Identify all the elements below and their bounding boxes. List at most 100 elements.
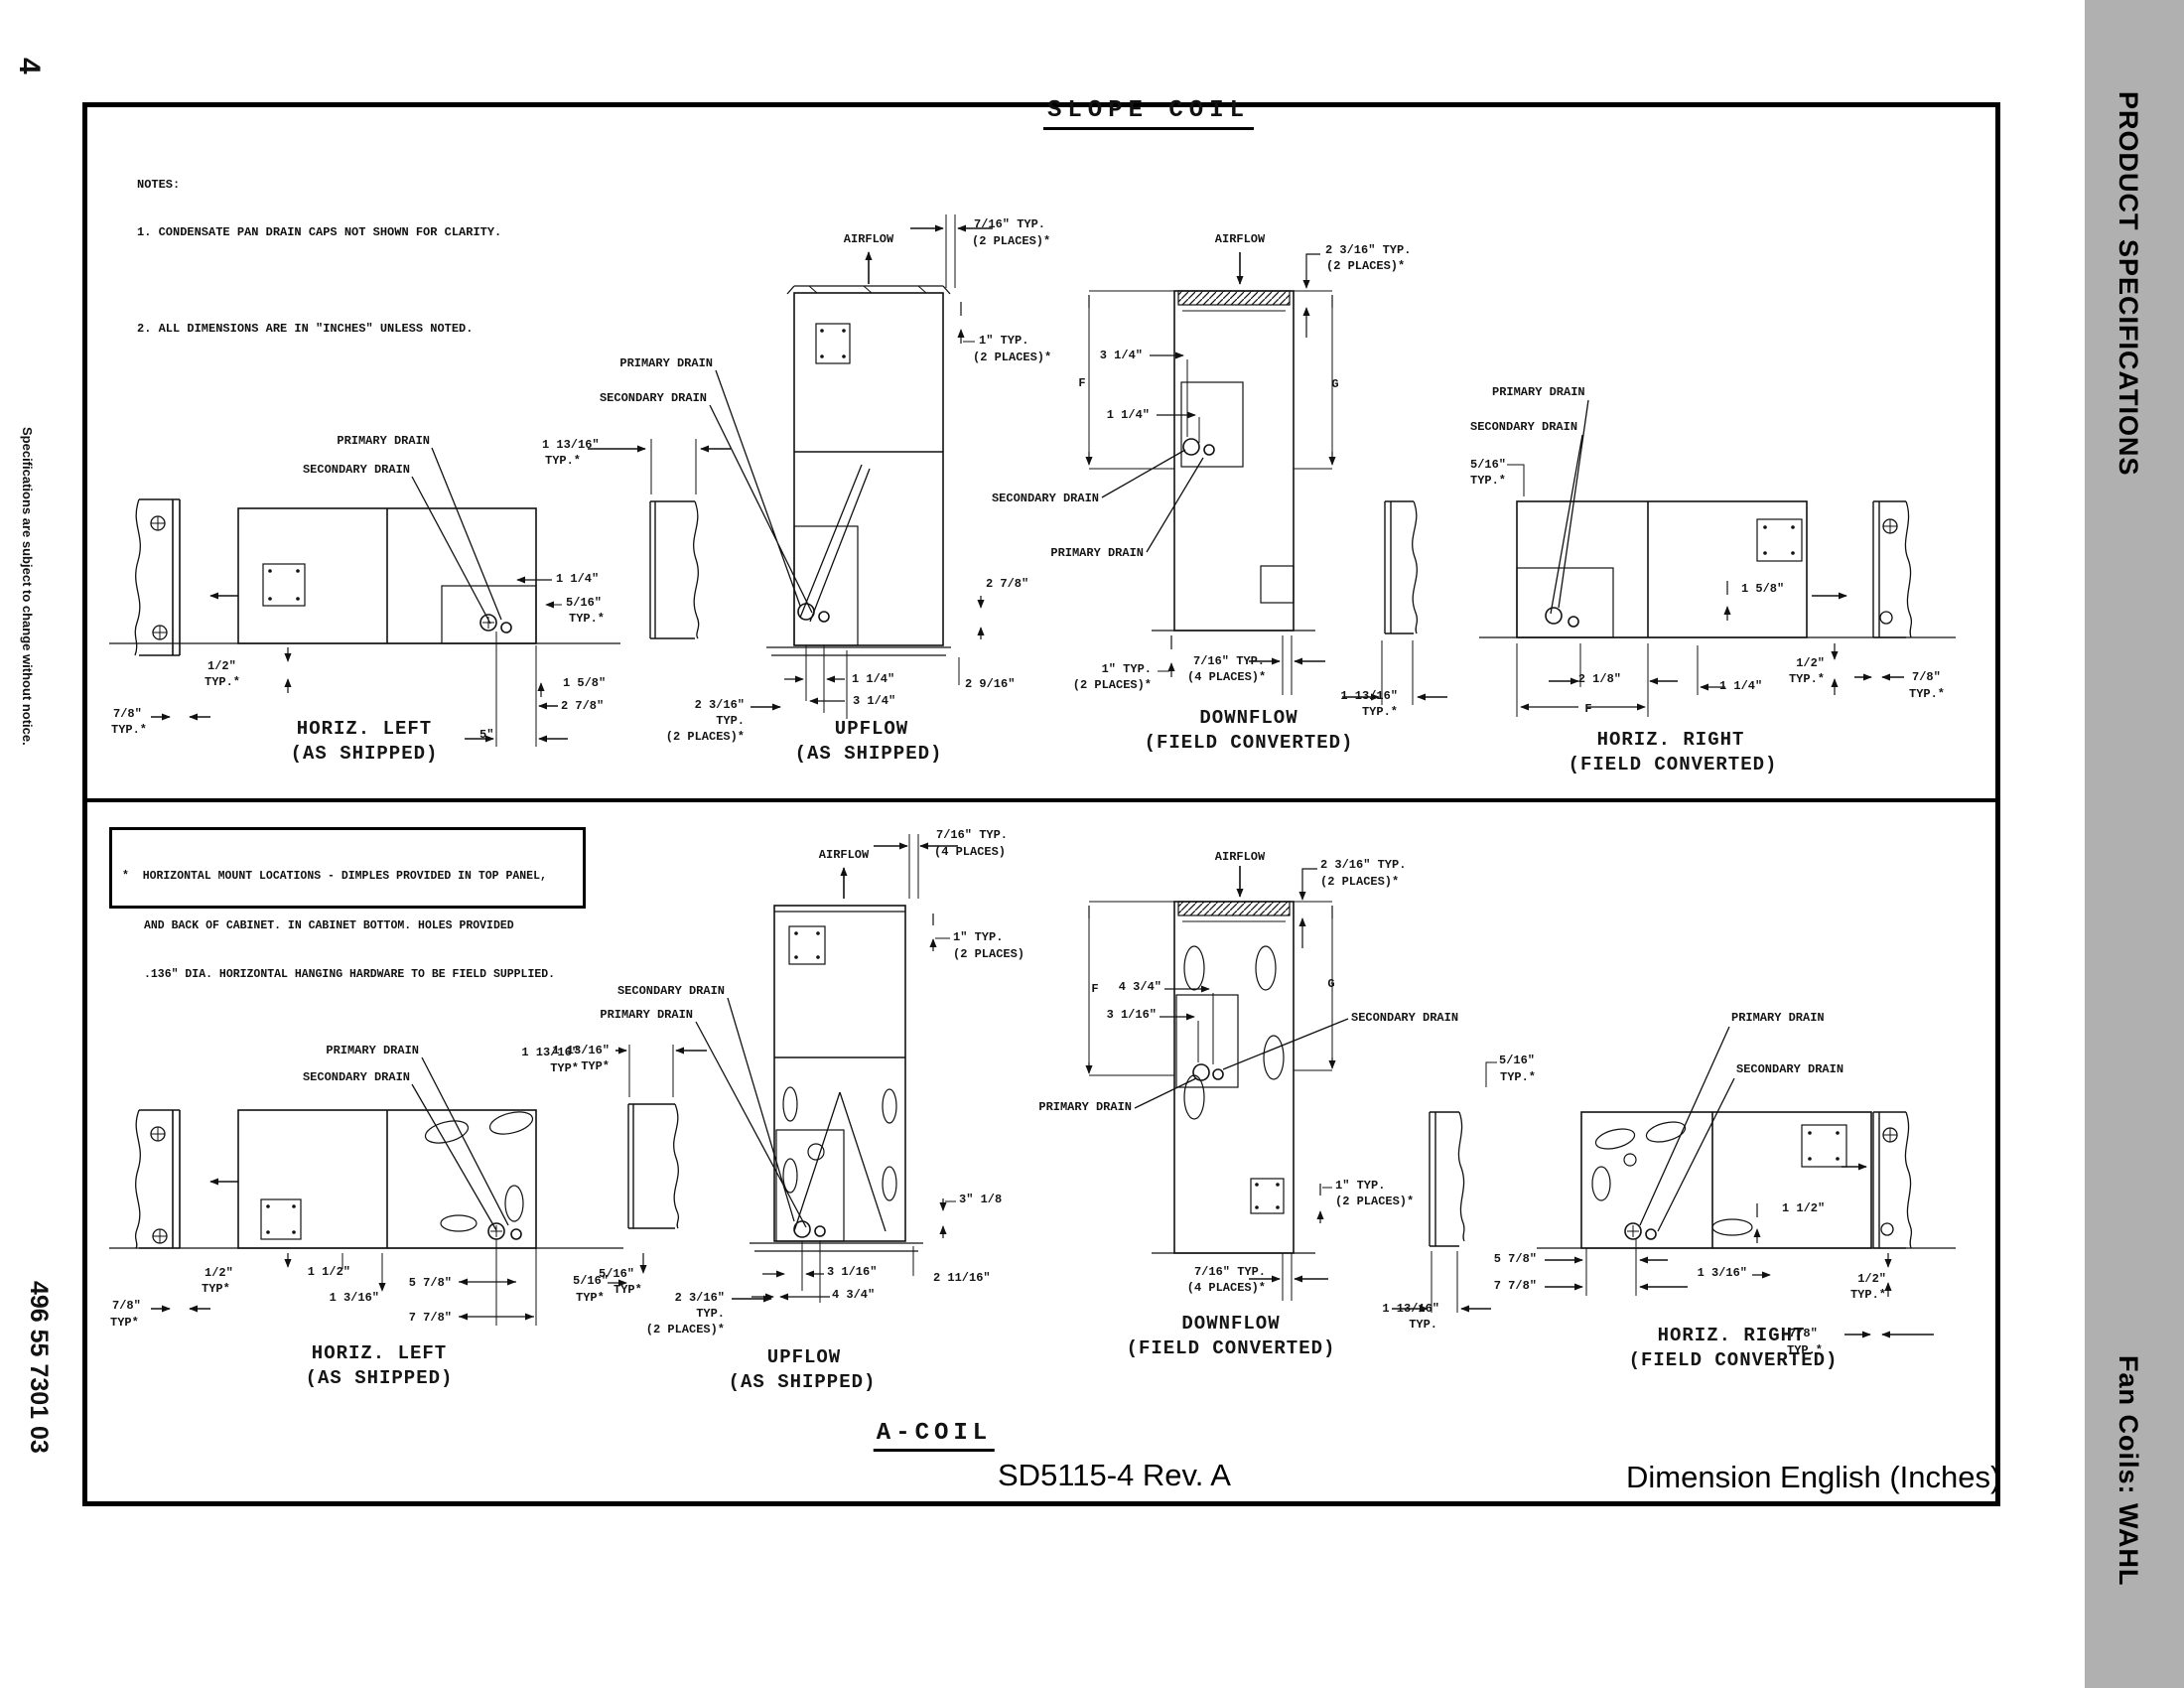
tl-subtitle: (AS SHIPPED)	[290, 742, 439, 765]
br-dim-7-7-8: 7 7/8"	[1493, 1278, 1537, 1293]
bd-dim-5-16: 5/16"	[1499, 1053, 1536, 1067]
bd-dim-1: 1" TYP.	[1335, 1178, 1386, 1193]
br-dim-7-8: 7/8"	[1789, 1326, 1818, 1340]
bd-dim-2-3-16: 2 3/16" TYP.	[1320, 857, 1407, 872]
td-dim-7-16-places: (4 PLACES)*	[1187, 669, 1267, 684]
bd-secondary-drain: SECONDARY DRAIN	[1351, 1010, 1459, 1025]
bu-dim-7-16-places: (4 PLACES)	[934, 844, 1007, 859]
tu-dim-7-16-places: (2 PLACES)*	[972, 233, 1051, 248]
tu-primary-drain: PRIMARY DRAIN	[619, 355, 713, 370]
bd-dim-7-16-places: (4 PLACES)*	[1186, 1280, 1266, 1295]
tu-dim-2-9-16: 2 9/16"	[965, 676, 1016, 691]
tu-airflow: AIRFLOW	[843, 231, 894, 246]
horizontal-mount-note: * HORIZONTAL MOUNT LOCATIONS - DIMPLES P…	[109, 827, 586, 981]
bu-dim-1-13-16-typ: TYP*	[581, 1058, 610, 1073]
bu-dim-7-16: 7/16" TYP.	[936, 827, 1009, 842]
tu-dim-2-3-16-places: (2 PLACES)*	[665, 729, 745, 744]
td-dim-3-1-4: 3 1/4"	[1099, 348, 1143, 362]
tr-primary-drain: PRIMARY DRAIN	[1492, 384, 1585, 399]
bu-dim-1-places: (2 PLACES)	[953, 946, 1025, 961]
tl-dim-1-2-typ: TYP.*	[205, 674, 241, 689]
tl-dim-5: 5"	[479, 727, 494, 742]
slope-downflow-linework	[1089, 252, 1447, 705]
bl-dim-5-16: 5/16"	[573, 1273, 610, 1288]
note-2: 2. ALL DIMENSIONS ARE IN "INCHES" UNLESS…	[137, 322, 474, 336]
bu-title: UPFLOW	[766, 1345, 842, 1368]
acoil-upflow-linework	[615, 834, 958, 1303]
tr-subtitle: (FIELD CONVERTED)	[1568, 753, 1778, 775]
bl-title: HORIZ. LEFT	[311, 1341, 448, 1364]
bd-primary-drain: PRIMARY DRAIN	[1038, 1099, 1132, 1114]
bl-dim-1-2: 1/2"	[205, 1265, 233, 1280]
tl-dim-2-7-8: 2 7/8"	[561, 698, 605, 713]
br-title: HORIZ. RIGHT	[1657, 1324, 1806, 1346]
td-dim-1-13-16: 1 13/16"	[1340, 688, 1398, 703]
section-divider	[82, 798, 2000, 802]
bl-dim-1-3-16: 1 3/16"	[329, 1290, 379, 1305]
tl-dim-1-13-16-typ: TYP.*	[545, 453, 582, 468]
bd-g: G	[1327, 976, 1335, 991]
tu-dim-7-16: 7/16" TYP.	[974, 216, 1046, 231]
br-dim-5-7-8: 5 7/8"	[1493, 1251, 1537, 1266]
td-title: DOWNFLOW	[1199, 706, 1298, 729]
bl-dim-5-7-8: 5 7/8"	[408, 1275, 452, 1290]
bu-dim-2-3-16: 2 3/16"	[674, 1290, 725, 1305]
bd-airflow: AIRFLOW	[1214, 849, 1266, 864]
br-subtitle: (FIELD CONVERTED)	[1628, 1348, 1839, 1371]
bd-f: F	[1091, 981, 1099, 996]
side-note: Specifications are subject to change wit…	[20, 427, 35, 746]
bd-subtitle: (FIELD CONVERTED)	[1126, 1336, 1336, 1359]
bu-subtitle: (AS SHIPPED)	[728, 1370, 877, 1393]
drawing-number: SD5115-4 Rev. A	[998, 1458, 1231, 1492]
bl-dim-1-2-typ: TYP*	[202, 1281, 230, 1296]
tu-dim-1-places: (2 PLACES)*	[973, 350, 1052, 364]
bl-dim-5-16-typ: TYP*	[576, 1290, 605, 1305]
sidebar: PRODUCT SPECIFICATIONS Fan Coils: WAHL	[2085, 0, 2184, 1688]
bu-airflow: AIRFLOW	[818, 847, 870, 862]
footnote-line-3: .136" DIA. HORIZONTAL HANGING HARDWARE T…	[144, 968, 556, 981]
tu-secondary-drain: SECONDARY DRAIN	[599, 390, 707, 405]
slope-coil-title: SLOPE COIL	[1042, 97, 1255, 130]
td-dim-1-1-4: 1 1/4"	[1106, 407, 1150, 422]
td-g: G	[1331, 376, 1339, 391]
td-airflow: AIRFLOW	[1214, 231, 1266, 246]
sidebar-title-top: PRODUCT SPECIFICATIONS	[2114, 91, 2143, 477]
bl-dim-7-7-8: 7 7/8"	[408, 1310, 452, 1325]
tr-title: HORIZ. RIGHT	[1596, 728, 1745, 751]
br-dim-1-2-typ: TYP.*	[1849, 1287, 1886, 1302]
br-secondary-drain: SECONDARY DRAIN	[1736, 1061, 1844, 1076]
a-coil-title: A-COIL	[873, 1420, 996, 1452]
td-dim-7-16: 7/16" TYP.	[1193, 653, 1266, 668]
td-dim-1-places: (2 PLACES)*	[1072, 677, 1152, 692]
bd-dim-7-16: 7/16" TYP.	[1193, 1264, 1266, 1279]
tu-dim-3-1-4: 3 1/4"	[853, 693, 896, 708]
br-dim-1-3-16: 1 3/16"	[1697, 1265, 1747, 1280]
slope-upflow-linework	[588, 214, 993, 719]
tl-dim-1-5-8: 1 5/8"	[563, 675, 607, 690]
acoil-horiz-left-linework	[109, 1056, 627, 1326]
tu-subtitle: (AS SHIPPED)	[794, 742, 943, 765]
tu-dim-1-1-4: 1 1/4"	[852, 671, 895, 686]
td-dim-1-13-16-typ: TYP.*	[1361, 704, 1398, 719]
tr-secondary-drain: SECONDARY DRAIN	[1470, 419, 1578, 434]
bd-title: DOWNFLOW	[1181, 1312, 1281, 1335]
tr-dim-1-5-8: 1 5/8"	[1741, 581, 1785, 596]
tr-f: F	[1584, 701, 1592, 716]
note-1: 1. CONDENSATE PAN DRAIN CAPS NOT SHOWN F…	[137, 225, 502, 239]
bu-secondary-drain: SECONDARY DRAIN	[616, 983, 725, 998]
tr-dim-5-16-typ: TYP.*	[1470, 473, 1507, 488]
bl-primary-drain: PRIMARY DRAIN	[326, 1043, 419, 1057]
tr-dim-5-16: 5/16"	[1470, 457, 1507, 472]
td-subtitle: (FIELD CONVERTED)	[1144, 731, 1354, 754]
bu-dim-2-3-16-places: (2 PLACES)*	[645, 1322, 725, 1336]
tr-dim-7-8-typ: TYP.*	[1909, 686, 1946, 701]
bu-dim-5-16-typ: TYP*	[614, 1282, 642, 1297]
bl-dim-1-13-16-typ: TYP*	[550, 1060, 579, 1075]
tl-title: HORIZ. LEFT	[296, 717, 433, 740]
acoil-horiz-right-linework	[1537, 1026, 1956, 1338]
tl-primary-drain: PRIMARY DRAIN	[337, 433, 430, 448]
bu-dim-2-11-16: 2 11/16"	[933, 1270, 991, 1285]
bd-dim-1-13-16-typ: TYP.	[1409, 1317, 1437, 1332]
